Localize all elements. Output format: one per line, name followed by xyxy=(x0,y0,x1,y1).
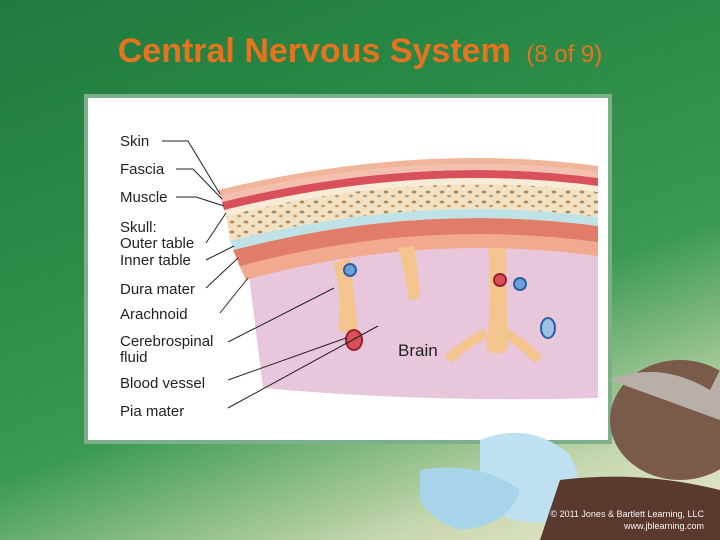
copyright-url: www.jblearning.com xyxy=(550,520,704,532)
label-fluid: fluid xyxy=(120,349,148,366)
label-outer-table: Outer table xyxy=(120,235,194,252)
label-arachnoid: Arachnoid xyxy=(120,306,188,323)
label-brain: Brain xyxy=(398,341,438,360)
title-subtitle: (8 of 9) xyxy=(526,41,602,68)
blood-vessel xyxy=(344,264,356,276)
label-fascia: Fascia xyxy=(120,161,165,178)
blood-vessel xyxy=(346,330,362,350)
label-blood-vessel: Blood vessel xyxy=(120,375,205,392)
blood-vessel xyxy=(494,274,506,286)
label-skin: Skin xyxy=(120,133,149,150)
slide-title: Central Nervous System (8 of 9) xyxy=(0,32,720,71)
label-cerebrospinal: Cerebrospinal xyxy=(120,333,213,350)
copyright-line: © 2011 Jones & Bartlett Learning, LLC xyxy=(550,508,704,520)
blood-vessel xyxy=(514,278,526,290)
label-pia-mater: Pia mater xyxy=(120,403,184,420)
blood-vessel xyxy=(541,318,555,338)
label-inner-table: Inner table xyxy=(120,252,191,269)
label-dura-mater: Dura mater xyxy=(120,281,195,298)
copyright-notice: © 2011 Jones & Bartlett Learning, LLC ww… xyxy=(550,508,704,532)
label-skull: Skull: xyxy=(120,219,157,236)
label-muscle: Muscle xyxy=(120,189,168,206)
title-main: Central Nervous System xyxy=(118,32,511,70)
